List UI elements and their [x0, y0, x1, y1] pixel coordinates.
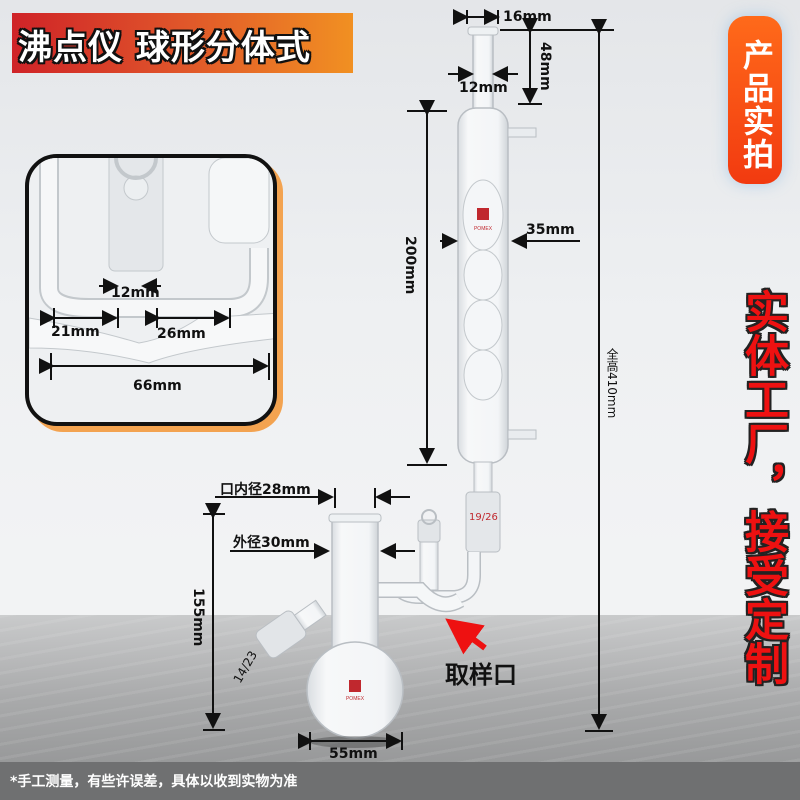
condenser-top-inner-dimension: 12mm — [459, 80, 508, 96]
flask-height-dimension: 155mm — [190, 588, 206, 647]
total-height-dimension: 全高410mm — [605, 348, 619, 419]
flask-bulb-diameter-dimension: 55mm — [329, 746, 378, 762]
brand-logo-flask: POMEX — [346, 696, 365, 702]
inset-neck-dimension: 12mm — [111, 285, 160, 301]
factory-slogan: 实体工厂，接受定制 — [737, 289, 788, 685]
inset-total-width-dimension: 66mm — [133, 378, 182, 394]
detail-inset: 12mm 21mm 26mm 66mm — [25, 154, 277, 426]
sample-port-label: 取样口 — [445, 661, 517, 689]
condenser-top-outer-dimension: 16mm — [503, 9, 552, 25]
footer-bar — [0, 762, 800, 800]
brand-logo-condenser: POMEX — [474, 226, 493, 232]
flask-mouth-outer-dimension: 外径30mm — [233, 535, 310, 551]
title-banner — [12, 13, 353, 73]
inset-left-arm-dimension: 21mm — [51, 324, 100, 340]
joint-size-label: 19/26 — [469, 512, 498, 523]
badge-label: 产品实拍 — [737, 39, 773, 171]
real-photo-badge: 产品实拍 — [728, 16, 782, 184]
page-title: 沸点仪 球形分体式 — [18, 28, 311, 68]
inset-illustration — [29, 158, 273, 380]
condenser-top-length-dimension: 48mm — [537, 42, 553, 91]
flask-mouth-inner-dimension: 口内径28mm — [220, 482, 311, 498]
inset-right-arm-dimension: 26mm — [157, 326, 206, 342]
condenser-jacket-diameter-dimension: 35mm — [526, 222, 575, 238]
condenser-jacket-length-dimension: 200mm — [402, 236, 418, 295]
measurement-disclaimer: *手工测量，有些许误差，具体以收到实物为准 — [10, 774, 298, 790]
